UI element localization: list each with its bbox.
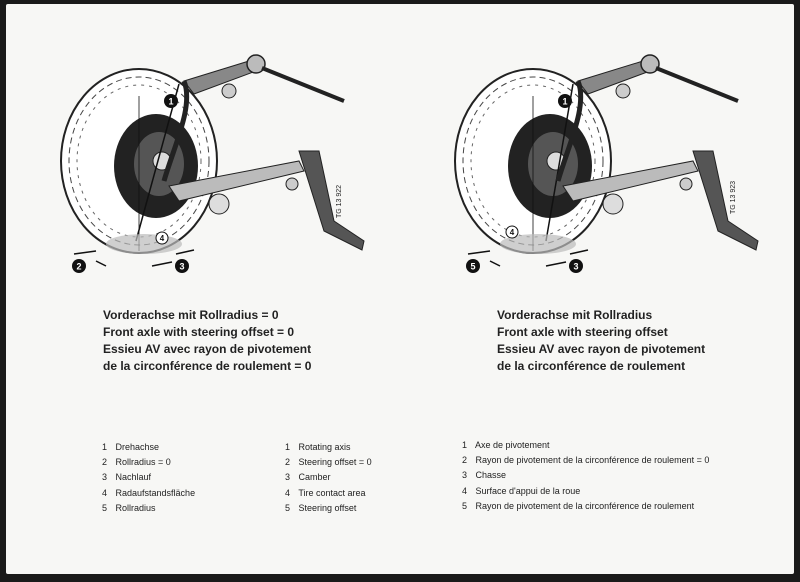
legend-item: 1 Drehachse (102, 442, 160, 452)
marker-3: 3 (175, 259, 189, 273)
right-caption-en: Front axle with steering offset (497, 325, 668, 339)
legend-item: 3 Nachlauf (102, 472, 152, 483)
right-caption-fr-2: de la circonférence de roulement (497, 359, 686, 373)
svg-text:1: 1 (562, 97, 567, 107)
left-caption-fr-2: de la circonférence de roulement = 0 (103, 359, 312, 373)
marker-1: 1 (164, 94, 178, 108)
legend-item: 1 Rotating axis (285, 442, 351, 452)
marker-4: 4 (505, 225, 519, 239)
legend-item: 2 Steering offset = 0 (285, 457, 372, 468)
marker-3: 3 (569, 259, 583, 273)
left-caption-fr-1: Essieu AV avec rayon de pivotement (103, 342, 312, 356)
legend-german: 1 Drehachse 2 Rollradius = 0 3 Nachlauf … (102, 440, 195, 516)
marker-1: 1 (558, 94, 572, 108)
svg-text:4: 4 (510, 228, 515, 237)
legend-item: 5 Rollradius (102, 502, 156, 513)
legend-english: 1 Rotating axis 2 Steering offset = 0 3 … (285, 440, 372, 516)
legend-item: 5 Rayon de pivotement de la circonférenc… (462, 500, 695, 511)
legend-item: 4 Tire contact area (285, 487, 366, 498)
svg-text:3: 3 (179, 262, 184, 272)
svg-text:5: 5 (470, 262, 475, 272)
right-caption-fr-1: Essieu AV avec rayon de pivotement (497, 342, 706, 356)
legend-item: 1 Axe de pivotement (462, 440, 550, 450)
legend-item: 4 Surface d'appui de la roue (462, 485, 581, 496)
svg-text:3: 3 (573, 262, 578, 272)
marker-4: 4 (155, 231, 169, 245)
svg-text:4: 4 (160, 234, 165, 243)
legend-item: 2 Rayon de pivotement de la circonférenc… (462, 455, 710, 466)
svg-text:1: 1 (168, 97, 173, 107)
left-ref-code: TG 13 922 (336, 184, 343, 218)
right-ref-code: TG 13 923 (730, 180, 737, 214)
document-sheet: 1 2 3 4 TG 13 922 (6, 4, 794, 574)
legend-item: 4 Radaufstandsfläche (102, 487, 196, 498)
right-caption-de: Vorderachse mit Rollradius (497, 308, 653, 322)
right-axle-diagram: 1 3 4 5 TG 13 923 (438, 36, 778, 286)
legend-item: 2 Rollradius = 0 (102, 457, 171, 468)
left-caption: Vorderachse mit Rollradius = 0 Front axl… (103, 307, 311, 375)
marker-2: 2 (72, 259, 86, 273)
legend-item: 5 Steering offset (285, 502, 357, 513)
svg-text:2: 2 (76, 262, 81, 272)
left-axle-diagram: 1 2 3 4 TG 13 922 (44, 36, 384, 286)
right-caption: Vorderachse mit Rollradius Front axle wi… (497, 307, 705, 375)
legend-item: 3 Camber (285, 472, 331, 483)
left-axle-illustration: 1 2 3 4 (60, 54, 365, 273)
left-caption-de: Vorderachse mit Rollradius = 0 (103, 308, 279, 322)
right-axle-illustration: 1 3 4 5 (454, 54, 759, 273)
marker-5: 5 (466, 259, 480, 273)
legend-french: 1 Axe de pivotement 2 Rayon de pivotemen… (462, 438, 709, 514)
legend-item: 3 Chasse (462, 470, 507, 481)
left-caption-en: Front axle with steering offset = 0 (103, 325, 295, 339)
